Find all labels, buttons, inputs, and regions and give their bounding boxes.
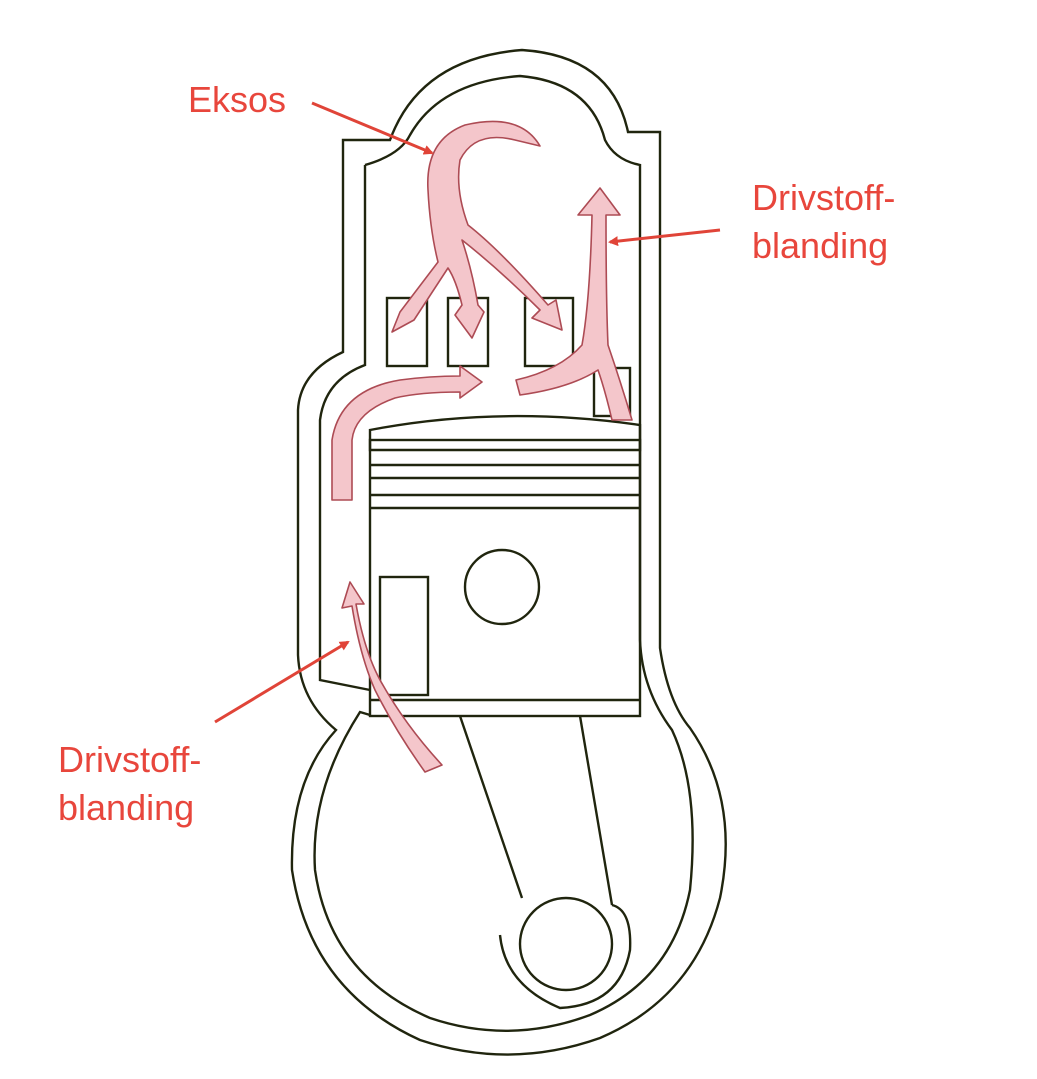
connecting-rod-big-end [498, 903, 632, 1010]
transfer-flow-arrow [331, 365, 483, 501]
engine-outline [290, 48, 727, 1056]
mixture-label-left-line-1: Drivstoff- [58, 739, 202, 780]
exhaust-flow-arrow [391, 120, 563, 339]
fresh-mixture-right-arrow [515, 187, 633, 421]
crank-pin [518, 896, 614, 992]
connecting-rod [458, 715, 614, 906]
exhaust-label-text: Eksos [188, 79, 287, 120]
mixture-label-left: Drivstoff- blanding [58, 736, 201, 832]
mixture-label-right: Drivstoff- blanding [752, 174, 895, 270]
mixture-left-leader-line [214, 640, 350, 724]
engine-outer-wall [290, 48, 727, 1056]
exhaust-port-block-3 [523, 296, 575, 368]
exhaust-label: Eksos [188, 76, 286, 124]
piston-skirt-port [378, 575, 430, 697]
mixture-label-right-line-2: blanding [752, 225, 889, 266]
cylinder-liner [313, 74, 694, 1032]
gas-flows [331, 120, 633, 773]
mixture-label-left-line-2: blanding [58, 787, 195, 828]
piston-crown [368, 414, 642, 452]
piston-body [368, 438, 642, 718]
mixture-label-right-line-1: Drivstoff- [752, 177, 896, 218]
leader-lines [214, 101, 721, 724]
mixture-right-leader-line [608, 228, 721, 247]
exhaust-leader-line [311, 101, 434, 155]
transfer-passage [318, 165, 371, 692]
crankcase-mixture-arrow [341, 581, 443, 773]
exhaust-port-block-1 [385, 296, 429, 368]
piston-pin [463, 548, 541, 626]
